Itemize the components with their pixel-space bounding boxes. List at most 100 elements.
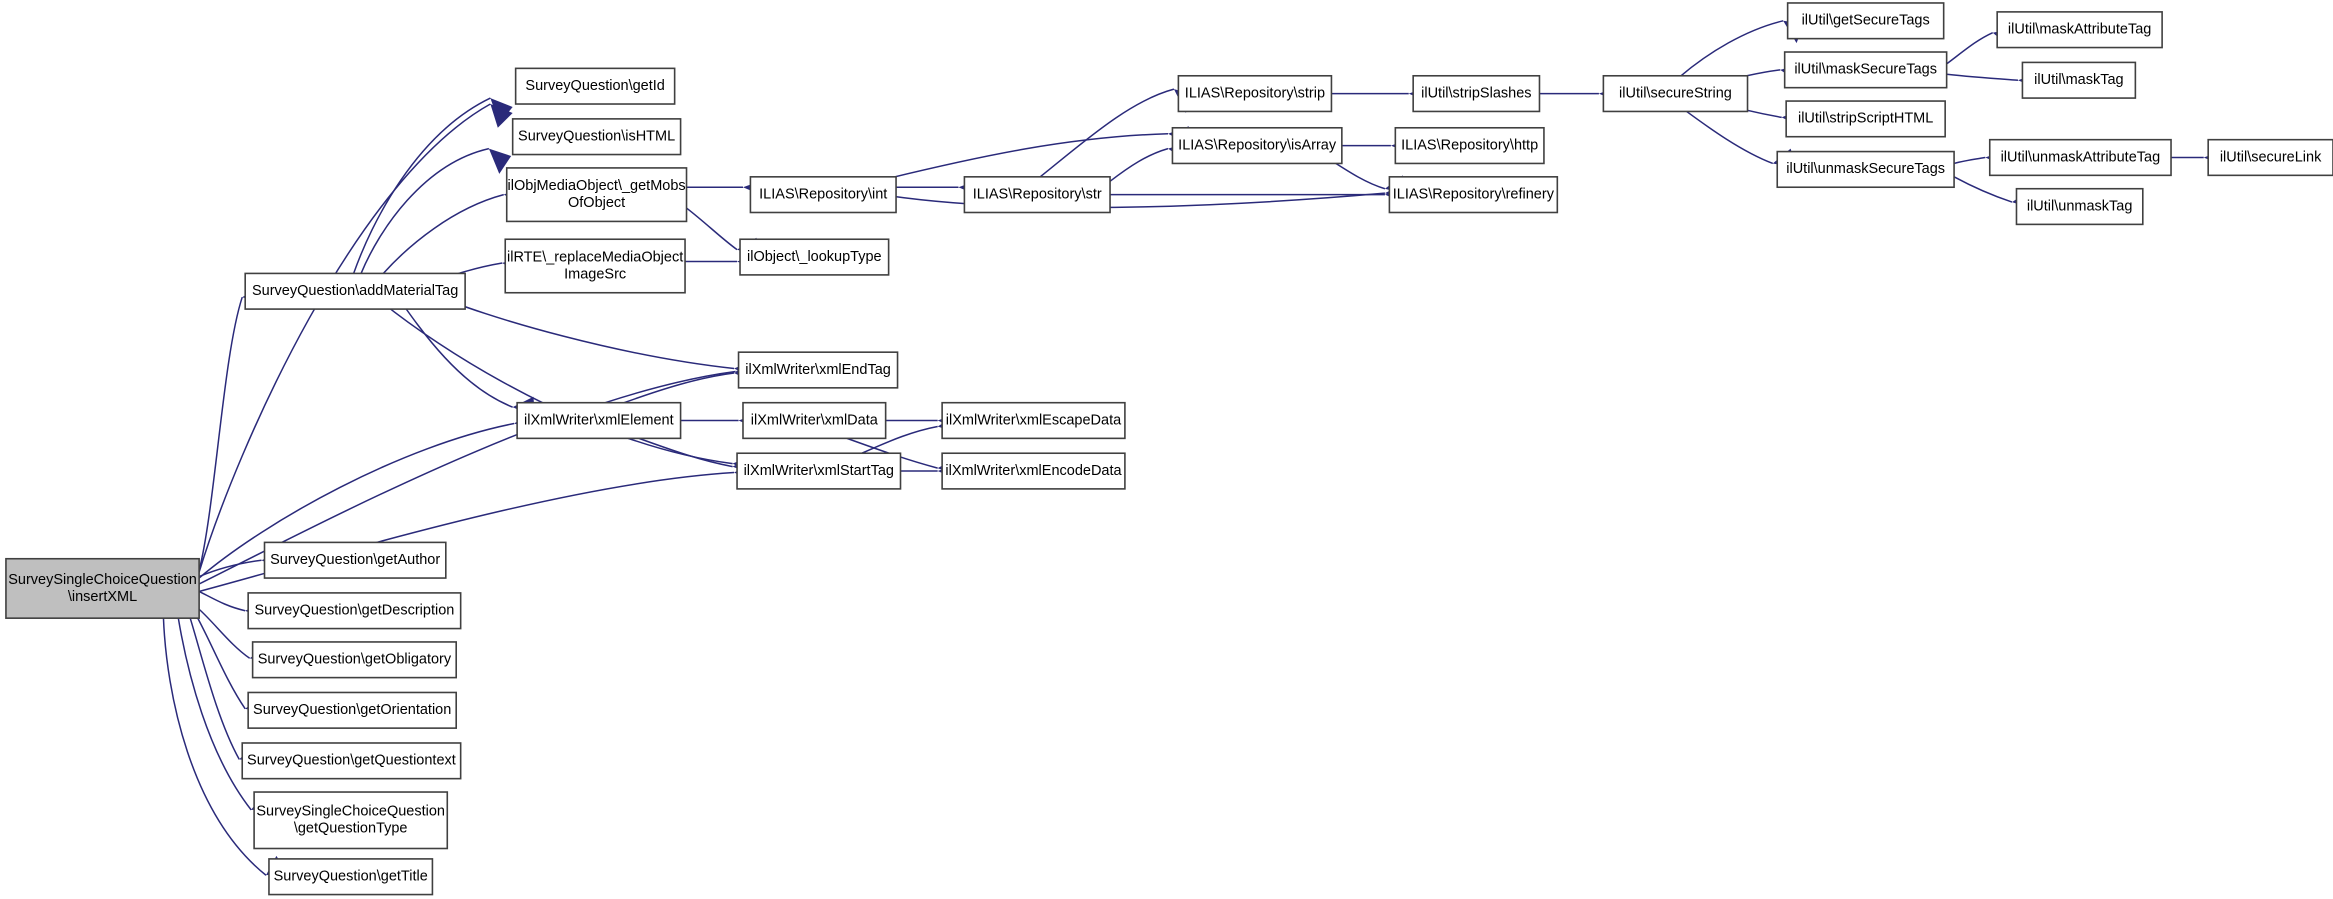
node-box[interactable] [736, 452, 902, 490]
graph-node[interactable]: ilXmlWriter\xmlEscapeData [941, 401, 1126, 440]
node-box[interactable] [941, 452, 1126, 490]
graph-node[interactable]: SurveyQuestion\getAuthor [263, 541, 447, 579]
node-label: ilUtil\unmaskSecureTags [1786, 161, 1945, 177]
node-box[interactable] [1394, 126, 1545, 165]
node-box[interactable] [1177, 74, 1333, 113]
call-edge [162, 618, 267, 876]
node-box[interactable] [514, 67, 676, 105]
node-label: SurveyQuestion\getOrientation [253, 702, 451, 718]
node-box[interactable] [247, 691, 457, 729]
node-label: ilUtil\unmaskTag [2027, 198, 2133, 214]
call-edge [189, 617, 240, 760]
node-box[interactable] [1412, 74, 1541, 113]
graph-node[interactable]: ilUtil\maskSecureTags [1783, 51, 1948, 89]
call-edge [198, 296, 243, 571]
node-box[interactable] [516, 401, 682, 440]
node-box[interactable] [251, 641, 457, 679]
call-edge [195, 614, 246, 710]
graph-node[interactable]: ILIAS\Repository\http [1394, 126, 1545, 165]
node-box[interactable] [1783, 51, 1948, 89]
node-box[interactable] [737, 351, 899, 389]
node-box[interactable] [268, 858, 434, 896]
graph-node[interactable]: ILIAS\Repository\int [749, 176, 897, 214]
graph-node[interactable]: SurveyQuestion\getOrientation [247, 691, 457, 729]
node-label: ilXmlWriter\xmlData [751, 412, 879, 428]
node-box[interactable] [2207, 138, 2333, 177]
node-label: ilUtil\stripSlashes [1421, 85, 1531, 101]
graph-node[interactable]: ILIAS\Repository\refinery [1388, 176, 1559, 214]
node-label: ilRTE\_replaceMediaObject [507, 249, 683, 265]
node-box[interactable] [1785, 100, 1946, 138]
graph-node[interactable]: ilXmlWriter\xmlElement [516, 401, 682, 440]
graph-node[interactable]: SurveyQuestion\getObligatory [251, 641, 457, 679]
node-box[interactable] [504, 238, 686, 294]
graph-node[interactable]: SurveyQuestion\getTitle [268, 858, 434, 896]
call-edge [1686, 110, 1774, 165]
node-box[interactable] [1171, 126, 1343, 165]
node-box[interactable] [941, 401, 1126, 440]
graph-node[interactable]: ilUtil\maskTag [2021, 61, 2137, 99]
node-box[interactable] [1776, 150, 1955, 189]
graph-node[interactable]: ilUtil\unmaskTag [2015, 187, 2144, 226]
node-box[interactable] [2021, 61, 2137, 99]
call-edge [198, 422, 515, 579]
graph-node[interactable]: SurveyQuestion\getQuestiontext [241, 742, 462, 780]
graph-node[interactable]: ilXmlWriter\xmlStartTag [736, 452, 902, 490]
graph-node[interactable]: ilXmlWriter\xmlEndTag [737, 351, 899, 389]
arrowhead-icon [490, 98, 513, 124]
node-box[interactable] [263, 541, 447, 579]
node-box[interactable] [247, 592, 462, 630]
node-box[interactable] [1388, 176, 1559, 214]
node-box[interactable] [1602, 74, 1749, 113]
graph-node[interactable]: ilObject\_lookupType [739, 238, 890, 276]
graph-node[interactable]: ilUtil\unmaskSecureTags [1776, 150, 1955, 189]
graph-node[interactable]: ilUtil\maskAttributeTag [1996, 11, 2163, 49]
node-label: ilUtil\maskTag [2034, 72, 2123, 88]
call-edge [382, 193, 504, 274]
call-edge [352, 97, 491, 274]
graph-node[interactable]: ilUtil\stripScriptHTML [1785, 100, 1946, 138]
node-box[interactable] [505, 167, 688, 223]
graph-node-root[interactable]: SurveySingleChoiceQuestion\insertXML [5, 557, 200, 619]
graph-node[interactable]: ilUtil\unmaskAttributeTag [1988, 138, 2172, 177]
graph-node[interactable]: ilUtil\getSecureTags [1786, 2, 1945, 40]
graph-node[interactable]: ILIAS\Repository\isArray [1171, 126, 1343, 165]
node-box[interactable] [241, 742, 462, 780]
node-label: ilObjMediaObject\_getMobs [508, 178, 686, 194]
graph-node[interactable]: ILIAS\Repository\strip [1177, 74, 1333, 113]
node-box[interactable] [244, 272, 466, 310]
node-label: SurveyQuestion\getQuestiontext [247, 753, 456, 769]
graph-node[interactable]: ilXmlWriter\xmlData [742, 401, 887, 440]
node-box[interactable] [742, 401, 887, 440]
node-box[interactable] [1996, 11, 2163, 49]
call-edge [1946, 73, 2019, 81]
graph-node[interactable]: ilUtil\secureLink [2207, 138, 2333, 177]
node-box[interactable] [963, 176, 1111, 214]
graph-node[interactable]: SurveySingleChoiceQuestion\getQuestionTy… [253, 791, 449, 850]
call-edge [198, 559, 262, 578]
graph-node[interactable]: SurveyQuestion\addMaterialTag [244, 272, 466, 310]
graph-node[interactable]: SurveyQuestion\getDescription [247, 592, 462, 630]
node-box[interactable] [739, 238, 890, 276]
graph-node[interactable]: ilUtil\secureString [1602, 74, 1749, 113]
nodes-layer: SurveySingleChoiceQuestion\insertXML Surv… [5, 2, 2333, 896]
graph-node[interactable]: SurveyQuestion\isHTML [511, 118, 682, 156]
call-edge [1678, 20, 1784, 78]
node-label: SurveySingleChoiceQuestion [256, 804, 445, 820]
graph-node[interactable]: ilXmlWriter\xmlEncodeData [941, 452, 1126, 490]
node-box[interactable] [5, 557, 200, 619]
graph-node[interactable]: SurveyQuestion\getId [514, 67, 676, 105]
call-edge [424, 290, 735, 370]
node-box[interactable] [511, 118, 682, 156]
node-label: ilUtil\secureString [1619, 85, 1732, 101]
node-box[interactable] [253, 791, 449, 850]
graph-node[interactable]: ILIAS\Repository\str [963, 176, 1111, 214]
node-label: ImageSrc [564, 266, 626, 282]
node-box[interactable] [2015, 187, 2144, 226]
graph-node[interactable]: ilUtil\stripSlashes [1412, 74, 1541, 113]
node-box[interactable] [749, 176, 897, 214]
node-box[interactable] [1988, 138, 2172, 177]
node-box[interactable] [1786, 2, 1945, 40]
